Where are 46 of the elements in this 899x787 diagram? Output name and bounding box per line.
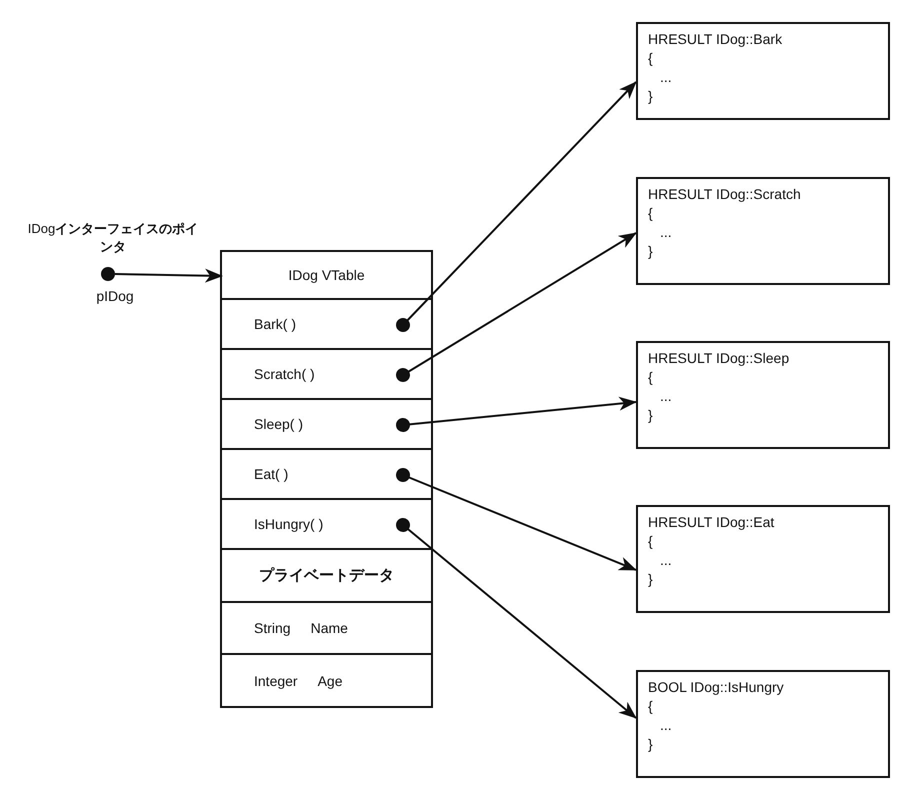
function-box (636, 22, 890, 120)
function-signature: HRESULT IDog::Scratch (648, 185, 802, 204)
function-signature: HRESULT IDog::Sleep (648, 349, 790, 368)
code-line: { (648, 697, 654, 716)
function-signature: BOOL IDog::IsHungry (648, 678, 785, 697)
code-line: } (648, 570, 654, 589)
arrow (396, 81, 637, 332)
row-text: Name (310, 620, 348, 636)
arrow (396, 468, 637, 571)
row-text: プライベートデータ (259, 566, 394, 585)
row-text: Eat( ) (254, 466, 288, 482)
pointer-caption: IDogインターフェイスのポインタ (26, 220, 200, 256)
function-box (636, 341, 890, 449)
vtable-box (220, 250, 433, 708)
code-line: { (648, 532, 654, 551)
row-text: IDog VTable (288, 267, 365, 283)
code-line: ... (659, 551, 673, 570)
row-text: Bark( ) (254, 316, 296, 332)
function-box (636, 505, 890, 613)
code-line: } (648, 87, 654, 106)
code-line: { (648, 204, 654, 223)
code-line: ... (659, 387, 673, 406)
arrow (396, 232, 637, 382)
code-line: ... (659, 716, 673, 735)
function-box (636, 670, 890, 778)
row-text: Scratch( ) (254, 366, 315, 382)
function-box (636, 177, 890, 285)
code-line: } (648, 242, 654, 261)
code-line: } (648, 406, 654, 425)
pointer-dot (101, 267, 115, 281)
row-text: Integer (254, 672, 298, 688)
function-signature: HRESULT IDog::Bark (648, 30, 784, 49)
row-text: Age (318, 672, 343, 688)
row-text: String (254, 620, 291, 636)
code-line: } (648, 735, 654, 754)
function-signature: HRESULT IDog::Eat (648, 513, 776, 532)
arrow (396, 518, 637, 719)
arrow (114, 268, 223, 283)
code-line: { (648, 368, 654, 387)
code-line: ... (659, 68, 673, 87)
arrow (396, 396, 637, 432)
row-text: Sleep( ) (254, 416, 304, 432)
code-line: { (648, 49, 654, 68)
row-text: IsHungry( ) (254, 516, 324, 532)
code-line: ... (659, 223, 673, 242)
variable-name: pIDog (95, 287, 135, 305)
